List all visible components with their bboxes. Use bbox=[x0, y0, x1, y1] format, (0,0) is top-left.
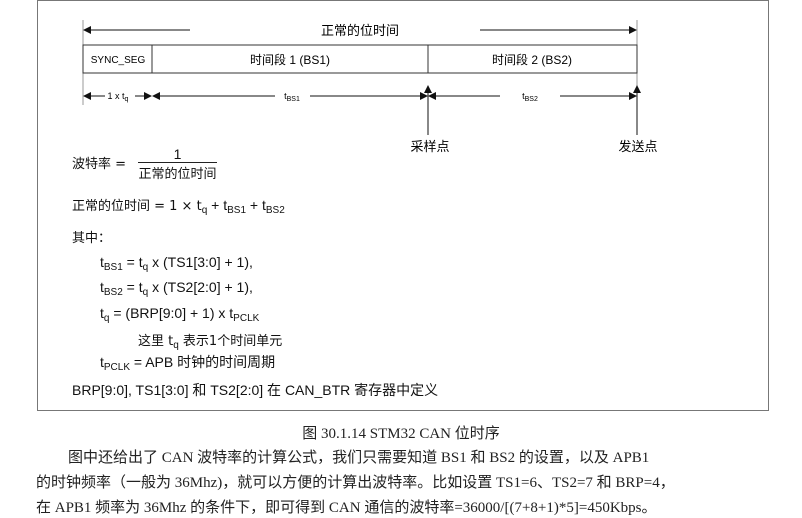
bit-time-formula: 正常的位时间 = 1 × tq + tBS1 + tBS2 bbox=[72, 197, 285, 216]
paragraph-line: 在 APB1 频率为 36Mhz 的条件下，即可得到 CAN 通信的波特率=36… bbox=[36, 500, 657, 516]
tpclk-formula: tPCLK = APB 时钟的时间周期 bbox=[100, 354, 276, 373]
figure-caption: 图 30.1.14 STM32 CAN 位时序 bbox=[302, 426, 500, 442]
tq-note: 这里 tq 表示1个时间单元 bbox=[138, 334, 283, 351]
transmit-point-label: 发送点 bbox=[618, 139, 657, 154]
duration-bs1: tBS1 bbox=[284, 91, 300, 103]
segment-bs2: 时间段 2 (BS2) bbox=[492, 52, 572, 67]
paragraph-line: 图中还给出了 CAN 波特率的计算公式，我们只需要知道 BS1 和 BS2 的设… bbox=[68, 450, 650, 466]
duration-sync: 1 x tq bbox=[108, 91, 129, 103]
nominal-bit-time-label: 正常的位时间 bbox=[321, 23, 399, 38]
baud-rate-formula: 波特率 = 1 正常的位时间 bbox=[72, 146, 217, 182]
duration-bs2: tBS2 bbox=[522, 91, 538, 103]
tbs1-formula: tBS1 = tq x (TS1[3:0] + 1), bbox=[100, 254, 253, 273]
tbs2-formula: tBS2 = tq x (TS2[2:0] + 1), bbox=[100, 279, 253, 298]
segment-bs1: 时间段 1 (BS1) bbox=[250, 52, 330, 67]
bit-timing-diagram: 正常的位时间 SYNC_SEG 时间段 1 (BS1) 时间段 2 (BS2) … bbox=[82, 20, 658, 154]
segment-box bbox=[82, 44, 638, 74]
duration-arrows bbox=[83, 85, 641, 135]
tq-formula: tq = (BRP[9:0] + 1) x tPCLK bbox=[100, 305, 260, 324]
sample-point-label: 采样点 bbox=[410, 139, 449, 154]
register-definition: BRP[9:0], TS1[3:0] 和 TS2[2:0] 在 CAN_BTR … bbox=[72, 382, 439, 398]
figure-frame bbox=[37, 0, 769, 411]
nominal-bit-time-arrow: 正常的位时间 bbox=[83, 23, 637, 38]
where-label: 其中： bbox=[72, 231, 112, 246]
segment-sync: SYNC_SEG bbox=[91, 55, 146, 66]
paragraph-line: 的时钟频率（一般为 36Mhz)，就可以方便的计算出波特率。比如设置 TS1=6… bbox=[36, 475, 675, 491]
